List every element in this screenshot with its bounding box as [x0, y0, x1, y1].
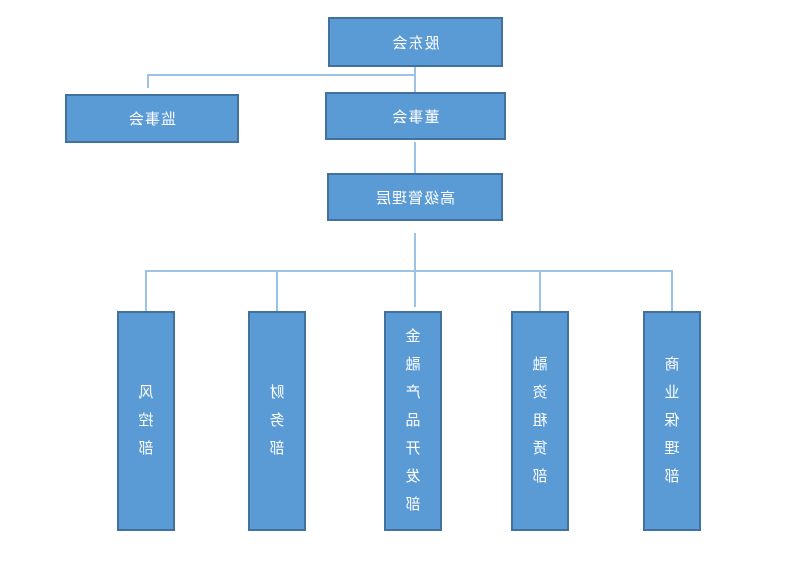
node-dept-commercial-factoring-label: 商业保理部: [664, 356, 680, 485]
node-dept-commercial-factoring: 商业保理部: [643, 311, 701, 531]
connector-board-to-management: [414, 142, 416, 173]
node-senior-management-label: 高级管理层: [375, 189, 456, 207]
node-board-of-directors: 董事会: [325, 92, 506, 140]
connector-dept-drop-4: [276, 270, 278, 311]
node-shareholders-meeting-label: 股东会: [391, 34, 440, 52]
connector-root-to-board: [414, 67, 416, 92]
connector-dept-drop-2: [539, 270, 541, 311]
node-dept-financial-product-development-label: 金融产品开发部: [405, 328, 421, 513]
connector-dept-drop-1: [671, 270, 673, 311]
node-dept-risk-control-label: 风控部: [138, 384, 154, 457]
node-senior-management: 高级管理层: [327, 173, 503, 221]
node-dept-finance: 财务部: [248, 311, 306, 531]
node-shareholders-meeting: 股东会: [328, 17, 503, 67]
node-dept-risk-control: 风控部: [117, 311, 175, 531]
node-dept-finance-label: 财务部: [269, 384, 285, 457]
node-supervisory-board-label: 监事会: [128, 111, 177, 128]
connector-dept-drop-5: [145, 270, 147, 311]
connector-root-to-supervisory: [148, 74, 416, 76]
connector-departments-bus: [145, 270, 673, 272]
node-supervisory-board: 监事会: [65, 94, 239, 143]
connector-supervisory-drop: [147, 74, 149, 88]
node-dept-financial-leasing-label: 融资租赁部: [532, 356, 548, 485]
node-board-of-directors-label: 董事会: [391, 108, 440, 126]
node-dept-financial-product-development: 金融产品开发部: [384, 311, 442, 531]
node-dept-financial-leasing: 融资租赁部: [511, 311, 569, 531]
